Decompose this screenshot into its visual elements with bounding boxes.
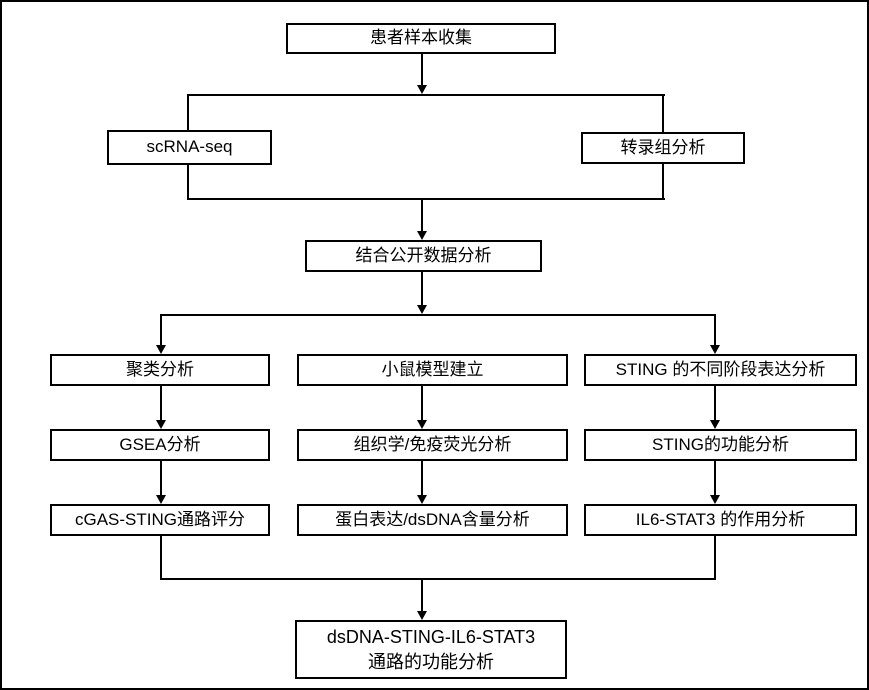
node-gsea-analysis: GSEA分析 xyxy=(50,429,270,461)
node-sting-stage-expression: STING 的不同阶段表达分析 xyxy=(584,354,857,386)
connector-merge-top xyxy=(187,198,665,200)
connector-stingstage-stingfunc xyxy=(714,386,716,420)
arrowhead-down-icon xyxy=(156,495,166,504)
arrowhead-down-icon xyxy=(710,345,720,354)
connector-stingfunc-il6 xyxy=(714,461,716,495)
connector-scrna-down xyxy=(187,165,189,200)
connector-cluster-gsea xyxy=(160,386,162,420)
arrowhead-down-icon xyxy=(710,495,720,504)
connector-gsea-cgas xyxy=(160,461,162,495)
node-scrna-seq: scRNA-seq xyxy=(107,130,272,165)
node-mouse-model: 小鼠模型建立 xyxy=(297,354,568,386)
connector-split-mid xyxy=(160,314,716,316)
node-cluster-analysis: 聚类分析 xyxy=(50,354,270,386)
connector-histology-protein xyxy=(421,461,423,495)
arrowhead-down-icon xyxy=(417,611,427,620)
node-sting-function-analysis: STING的功能分析 xyxy=(584,429,857,461)
connector-final-down xyxy=(421,578,423,611)
node-il6-stat3-role-analysis: IL6-STAT3 的作用分析 xyxy=(584,504,857,536)
arrowhead-down-icon xyxy=(417,420,427,429)
final-node-line2: 通路的功能分析 xyxy=(368,651,494,672)
connector-combine-down xyxy=(421,272,423,305)
arrowhead-down-icon xyxy=(417,231,427,240)
connector-to-sting-stage xyxy=(714,314,716,345)
connector-cgas-down xyxy=(160,536,162,580)
connector-transcriptome-down xyxy=(662,164,664,200)
connector-to-transcriptome xyxy=(662,94,664,132)
arrowhead-down-icon xyxy=(710,420,720,429)
arrowhead-down-icon xyxy=(417,85,427,94)
node-combined-public-data-analysis: 结合公开数据分析 xyxy=(305,240,542,272)
connector-il6-down xyxy=(714,536,716,580)
node-protein-dsdna-analysis: 蛋白表达/dsDNA含量分析 xyxy=(297,504,568,536)
connector-patient-down xyxy=(421,54,423,86)
connector-to-cluster xyxy=(160,314,162,345)
connector-merge-down xyxy=(421,198,423,232)
arrowhead-down-icon xyxy=(417,305,427,314)
connector-mouse-histology xyxy=(421,386,423,420)
arrowhead-down-icon xyxy=(156,420,166,429)
node-transcriptome-analysis: 转录组分析 xyxy=(581,132,745,164)
final-node-line1: dsDNA-STING-IL6-STAT3 xyxy=(326,627,536,648)
node-patient-sample-collection: 患者样本收集 xyxy=(286,23,556,54)
node-cgas-sting-pathway-score: cGAS-STING通路评分 xyxy=(50,504,270,536)
connector-to-scrna xyxy=(187,94,189,130)
arrowhead-down-icon xyxy=(417,495,427,504)
node-histology-immunofluorescence: 组织学/免疫荧光分析 xyxy=(297,429,568,461)
connector-merge-bottom xyxy=(160,578,716,580)
node-final-pathway-function-analysis: dsDNA-STING-IL6-STAT3 通路的功能分析 xyxy=(295,620,567,679)
connector-split-top xyxy=(187,94,665,96)
arrowhead-down-icon xyxy=(156,345,166,354)
